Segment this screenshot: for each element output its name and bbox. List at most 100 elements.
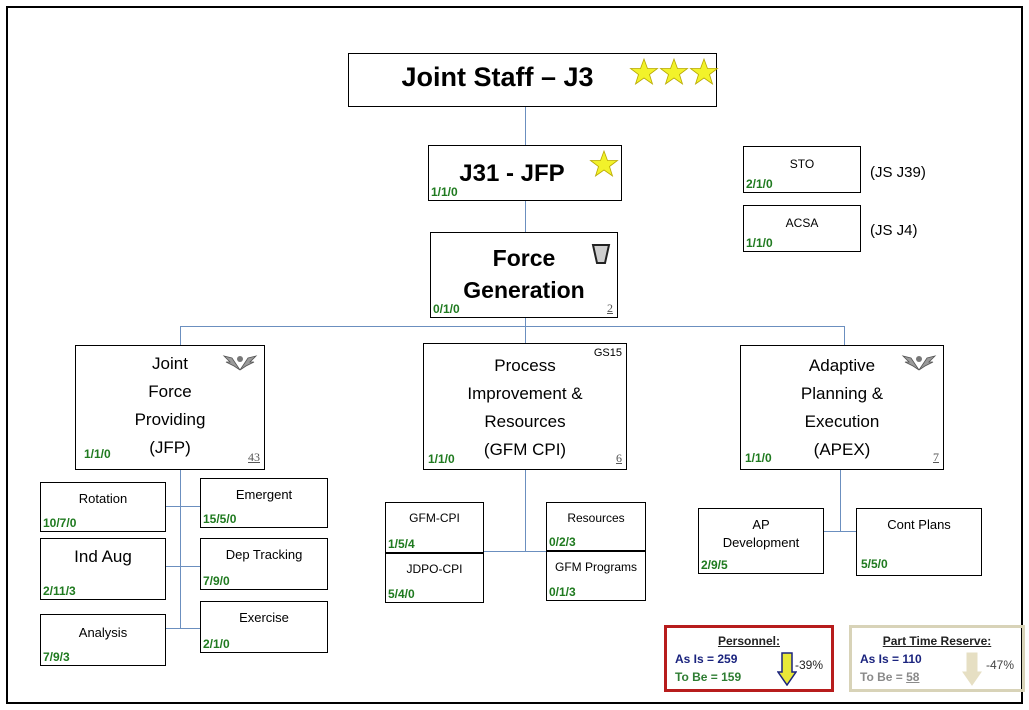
gfm-cpi-box: GFM-CPI 1/5/4 <box>385 502 484 553</box>
cont-plans-box: Cont Plans 5/5/0 <box>856 508 982 576</box>
reserve-to-be-label: To Be = <box>860 670 907 684</box>
j31-counts: 1/1/0 <box>431 185 458 199</box>
jdpo-cpi-title: JDPO-CPI <box>406 562 463 576</box>
apex-line4: (APEX) <box>813 440 871 459</box>
ap-development-counts: 2/9/5 <box>701 558 728 572</box>
connector-horizontal-main <box>180 326 845 327</box>
ap-development-box: AP Development 2/9/5 <box>698 508 824 574</box>
connector-pir-sub <box>525 470 526 552</box>
eagle-insignia-icon <box>222 355 258 371</box>
jfp-line3: Providing <box>134 410 206 429</box>
resources-title: Resources <box>567 511 625 525</box>
ind-aug-counts: 2/11/3 <box>43 584 76 598</box>
process-improvement-box: GS15 Process Improvement & Resources (GF… <box>423 343 627 470</box>
personnel-as-is: As Is = 259 <box>675 652 738 666</box>
j31-jfp-box: J31 - JFP 1/1/0 <box>428 145 622 201</box>
apex-box: Adaptive Planning & Execution (APEX) 1/1… <box>740 345 944 470</box>
analysis-box: Analysis 7/9/3 <box>40 614 166 666</box>
sto-box: STO 2/1/0 <box>743 146 861 193</box>
emergent-box: Emergent 15/5/0 <box>200 478 328 528</box>
gfm-programs-counts: 0/1/3 <box>549 585 576 599</box>
connector-fg-down <box>525 318 526 348</box>
emergent-counts: 15/5/0 <box>203 512 237 526</box>
sto-note: (JS J39) <box>870 164 926 181</box>
connector-apex-horizontal <box>824 531 858 532</box>
reserve-legend: Part Time Reserve: As Is = 110 To Be = 5… <box>849 625 1025 692</box>
ap-development-line1: AP <box>752 517 770 532</box>
reserve-title: Part Time Reserve: <box>882 634 992 648</box>
exercise-counts: 2/1/0 <box>203 637 230 651</box>
reserve-to-be: To Be = 58 <box>860 670 919 684</box>
analysis-counts: 7/9/3 <box>43 650 70 664</box>
personnel-legend: Personnel: As Is = 259 To Be = 159 -39% <box>664 625 834 692</box>
analysis-title: Analysis <box>78 625 128 640</box>
jfp-box: Joint Force Providing (JFP) 1/1/0 43 <box>75 345 265 470</box>
personnel-title: Personnel: <box>717 634 780 648</box>
reserve-as-is: As Is = 110 <box>860 652 922 666</box>
j31-jfp-title: J31 - JFP <box>459 160 565 187</box>
jfp-line4: (JFP) <box>149 438 191 457</box>
force-generation-counts: 0/1/0 <box>433 302 460 316</box>
jdpo-cpi-box: JDPO-CPI 5/4/0 <box>385 553 484 603</box>
joint-staff-j3-title: Joint Staff – J3 <box>401 62 594 92</box>
down-arrow-icon <box>962 652 982 686</box>
force-generation-number: 2 <box>607 301 613 315</box>
pir-grade: GS15 <box>593 347 622 359</box>
connector-top-j31 <box>525 107 526 151</box>
cont-plans-counts: 5/5/0 <box>861 557 888 571</box>
pir-line1: Process <box>494 356 556 375</box>
exercise-title: Exercise <box>239 610 289 625</box>
dep-tracking-title: Dep Tracking <box>225 547 303 562</box>
sto-counts: 2/1/0 <box>746 177 773 191</box>
connector-pir-horizontal <box>484 551 546 552</box>
three-stars-icon <box>629 58 719 86</box>
apex-line1: Adaptive <box>808 356 876 375</box>
jfp-number: 43 <box>248 450 260 464</box>
resources-counts: 0/2/3 <box>549 535 576 549</box>
acsa-box: ACSA 1/1/0 <box>743 205 861 252</box>
ap-development-line2: Development <box>722 535 800 550</box>
acsa-counts: 1/1/0 <box>746 236 773 250</box>
reserve-to-be-value: 58 <box>906 670 920 684</box>
force-generation-box: Force Generation 0/1/0 2 <box>430 232 618 318</box>
exercise-box: Exercise 2/1/0 <box>200 601 328 653</box>
reserve-percent: -47% <box>986 658 1015 672</box>
connector-indaug <box>166 566 200 567</box>
apex-counts: 1/1/0 <box>745 451 772 465</box>
connector-rotation <box>166 506 200 507</box>
apex-line3: Execution <box>804 412 880 431</box>
eagle-insignia-icon <box>901 355 937 371</box>
connector-jfp-sub <box>180 470 181 628</box>
connector-analysis <box>166 628 200 629</box>
apex-line2: Planning & <box>800 384 884 403</box>
gfm-programs-title: GFM Programs <box>554 560 637 574</box>
rotation-counts: 10/7/0 <box>43 516 77 530</box>
cont-plans-title: Cont Plans <box>887 517 951 532</box>
connector-apex-sub <box>840 470 841 532</box>
pir-line3: Resources <box>484 412 566 431</box>
connector-j31-fg <box>525 201 526 233</box>
dep-tracking-counts: 7/9/0 <box>203 574 230 588</box>
gfm-cpi-title: GFM-CPI <box>409 511 460 525</box>
gfm-programs-box: GFM Programs 0/1/3 <box>546 551 646 601</box>
gfm-cpi-counts: 1/5/4 <box>388 537 415 551</box>
pir-line2: Improvement & <box>467 384 583 403</box>
rotation-title: Rotation <box>78 491 128 506</box>
joint-staff-j3-box: Joint Staff – J3 <box>348 53 719 107</box>
rank-insignia-icon <box>591 244 611 264</box>
apex-number: 7 <box>933 450 939 464</box>
force-generation-line1: Force <box>492 245 556 271</box>
sto-title: STO <box>789 157 815 171</box>
acsa-title: ACSA <box>785 216 819 230</box>
emergent-title: Emergent <box>235 487 293 502</box>
star-icon <box>589 150 619 178</box>
personnel-to-be: To Be = 159 <box>675 670 742 684</box>
pir-number: 6 <box>616 451 622 465</box>
ind-aug-box: Ind Aug 2/11/3 <box>40 538 166 600</box>
chart-frame: Joint Staff – J3 J31 - JFP 1/1/0 STO 2/1… <box>6 6 1025 704</box>
connector-apex <box>844 326 845 346</box>
dep-tracking-box: Dep Tracking 7/9/0 <box>200 538 328 590</box>
jfp-line2: Force <box>148 382 192 401</box>
pir-counts: 1/1/0 <box>428 452 455 466</box>
acsa-note: (JS J4) <box>870 222 918 239</box>
